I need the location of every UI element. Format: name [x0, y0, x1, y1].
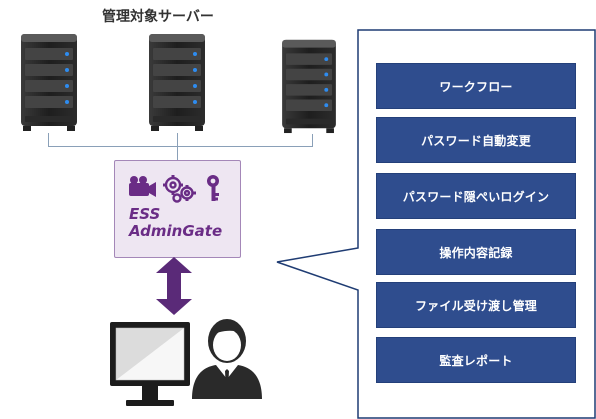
server-icon — [280, 38, 338, 138]
server-icon — [148, 32, 206, 132]
bidirectional-arrow-icon — [154, 257, 194, 315]
admingate-box: ESS AdminGate — [114, 160, 241, 258]
product-name: ESS AdminGate — [129, 206, 239, 240]
feature-password-hidden-login: パスワード隠ぺいログイン — [376, 173, 576, 219]
key-icon — [207, 175, 219, 201]
server-icon — [20, 32, 78, 132]
feature-operation-recording: 操作内容記録 — [376, 229, 576, 275]
feature-workflow: ワークフロー — [376, 63, 576, 109]
network-line — [177, 133, 178, 161]
gateway-icons — [125, 171, 230, 203]
network-line — [312, 134, 313, 147]
feature-audit-report: 監査レポート — [376, 337, 576, 383]
camera-icon — [129, 176, 156, 197]
network-line — [48, 146, 313, 147]
product-name-line2: AdminGate — [129, 222, 223, 240]
feature-password-auto-change: パスワード自動変更 — [376, 117, 576, 163]
person-icon — [190, 313, 264, 399]
product-name-line1: ESS — [129, 205, 161, 223]
monitor-icon — [108, 320, 192, 412]
diagram-title: 管理対象サーバー — [102, 9, 214, 25]
network-line — [48, 133, 49, 147]
feature-file-transfer: ファイル受け渡し管理 — [376, 282, 576, 328]
